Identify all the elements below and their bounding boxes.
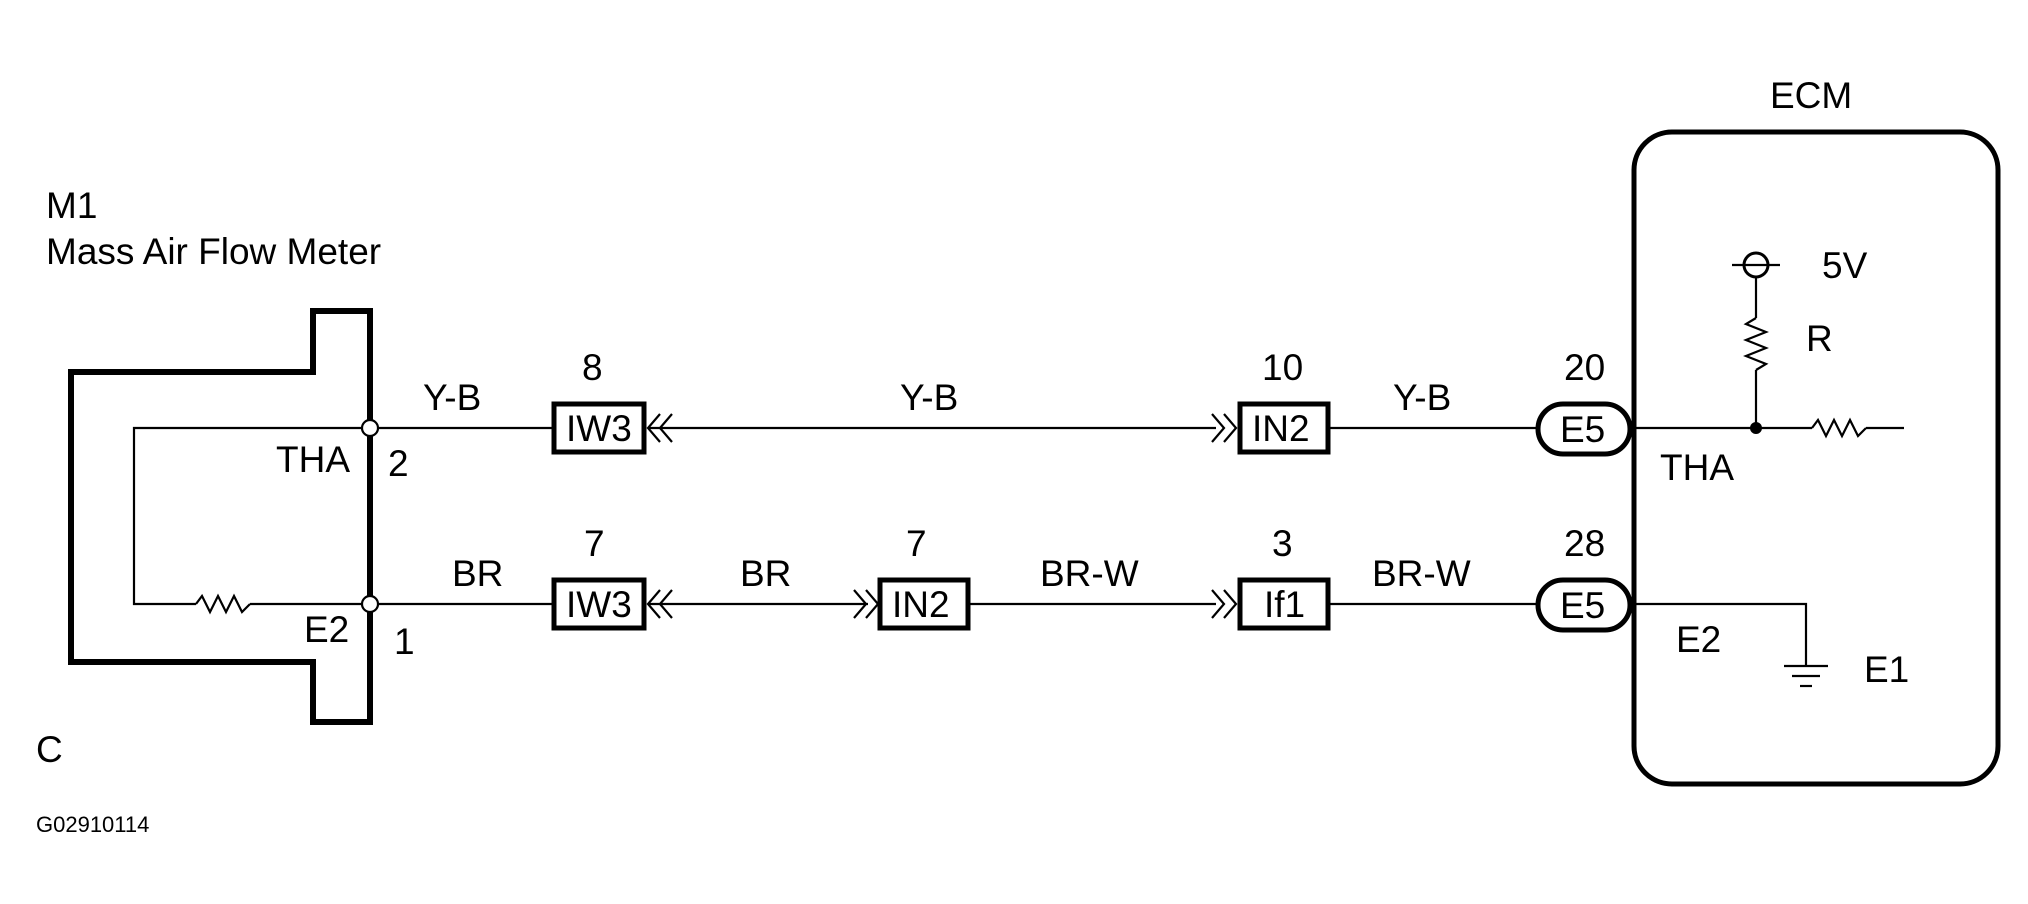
ecm-title: ECM (1770, 75, 1852, 116)
sensor-name: Mass Air Flow Meter (46, 231, 381, 272)
wire-e2-1-color: BR (452, 553, 503, 594)
internal-resistor-symbol (1811, 417, 1867, 439)
conn-iw3-bottom-pin: 7 (584, 523, 605, 564)
thermistor-symbol (195, 593, 251, 615)
conn-iw3-bottom (551, 577, 647, 631)
conn-in2-top-label: IN2 (1252, 408, 1310, 449)
sensor-internal-loop (132, 426, 370, 606)
ground-label: E1 (1864, 649, 1909, 690)
conn-e5-bottom-label: E5 (1560, 585, 1605, 626)
conn-iw3-top-pin: 8 (582, 347, 603, 388)
conn-e5-top-label: E5 (1560, 409, 1605, 450)
conn-iw3-top-label: IW3 (566, 408, 632, 449)
wire-tha-1-color: Y-B (423, 377, 481, 418)
wire-tha-3-color: Y-B (1393, 377, 1451, 418)
conn-e5-top-pin: 20 (1564, 347, 1605, 388)
sensor-terminal-e2 (360, 594, 380, 614)
conn-if1-label: If1 (1264, 584, 1305, 625)
conn-in2-top (1237, 401, 1331, 455)
junction-dot (1750, 422, 1762, 434)
figure-letter: C (36, 729, 63, 770)
conn-in2-top-pin: 10 (1262, 347, 1303, 388)
conn-iw3-top (551, 401, 647, 455)
figure-id: G02910114 (36, 812, 149, 837)
wire-e2-3-color: BR-W (1040, 553, 1139, 594)
conn-e5-bottom-pin: 28 (1564, 523, 1605, 564)
sensor-pin-tha-number: 2 (388, 443, 409, 484)
resistor-label: R (1806, 318, 1833, 359)
ecm-e2-wire (1630, 602, 1808, 666)
sensor-id: M1 (46, 185, 97, 226)
conn-if1-pin: 3 (1272, 523, 1293, 564)
wire-tha-2-color: Y-B (900, 377, 958, 418)
sensor-pin-e2-number: 1 (394, 621, 415, 662)
pullup-resistor-symbol (1743, 317, 1769, 371)
sensor-pin-tha-label: THA (276, 439, 350, 480)
connector-arrows-right (1211, 589, 1238, 619)
ecm-box (1631, 129, 2001, 787)
wire-e2-2-color: BR (740, 553, 791, 594)
ecm-pin-tha-label: THA (1660, 447, 1734, 488)
sensor-terminal-tha (360, 418, 380, 438)
ecm-pin-e2-label: E2 (1676, 619, 1721, 660)
wire-e2-4-color: BR-W (1372, 553, 1471, 594)
sensor-pin-e2-label: E2 (304, 609, 349, 650)
sensor-body-outline (68, 308, 373, 725)
conn-in2-bottom-pin: 7 (906, 523, 927, 564)
connector-arrows-right (1211, 413, 1238, 443)
conn-iw3-bottom-label: IW3 (566, 584, 632, 625)
supply-voltage: 5V (1822, 245, 1868, 286)
conn-in2-bottom-label: IN2 (892, 584, 950, 625)
